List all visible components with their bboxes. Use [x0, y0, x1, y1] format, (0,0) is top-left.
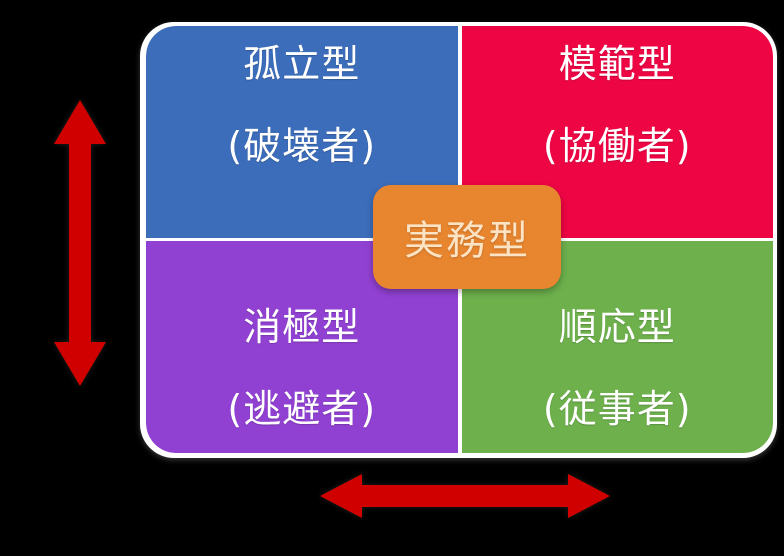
quadrant-top-right-text: 模範型 (協働者): [542, 42, 692, 168]
quadrant-top-right-primary-label: 模範型: [558, 42, 676, 87]
quadrant-top-left-primary-label: 孤立型: [243, 42, 361, 87]
quadrant-top-left-text: 孤立型 (破壊者): [227, 42, 377, 168]
center-badge[interactable]: 実務型: [373, 185, 561, 289]
quadrant-top-left-secondary-label: (破壊者): [227, 124, 377, 168]
quadrant-bottom-right-primary-label: 順応型: [558, 305, 676, 350]
quadrant-top-right-secondary-label: (協働者): [542, 124, 692, 168]
horizontal-axis-arrow: [318, 470, 612, 522]
double-headed-arrow-vertical-icon: [54, 100, 106, 386]
quadrant-bottom-left-text: 消極型 (逃避者): [227, 305, 377, 431]
quadrant-bottom-left-secondary-label: (逃避者): [227, 387, 377, 431]
double-headed-arrow-horizontal-icon: [320, 474, 610, 518]
vertical-axis-arrow: [44, 98, 116, 388]
center-badge-label: 実務型: [404, 218, 530, 264]
quadrant-bottom-left-primary-label: 消極型: [243, 305, 361, 350]
quadrant-bottom-right-text: 順応型 (従事者): [542, 305, 692, 431]
quadrant-bottom-right-secondary-label: (従事者): [542, 387, 692, 431]
